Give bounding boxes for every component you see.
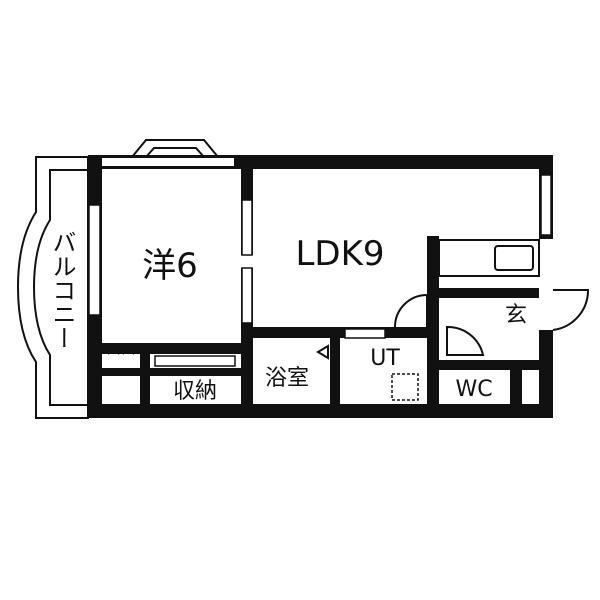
windows [88, 158, 552, 367]
doors [107, 289, 590, 360]
balcony [16, 156, 89, 419]
room-label-western: 洋6 [142, 246, 198, 286]
kitchen-counter [438, 239, 540, 277]
room-label-entrance: 玄 [505, 303, 527, 328]
washer-space [391, 373, 419, 401]
room-label-toilet: WC [455, 377, 492, 402]
room-label-utility: UT [370, 346, 400, 371]
bay-window [131, 139, 219, 158]
room-label-ldk: LDK9 [295, 234, 384, 274]
room-label-balcony: バルコニー [48, 230, 76, 350]
room-label-storage: 収納 [173, 379, 217, 404]
room-label-bathroom: 浴室 [265, 366, 309, 391]
